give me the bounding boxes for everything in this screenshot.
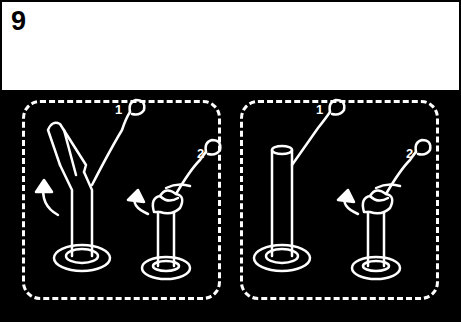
callout-number: 2: [406, 147, 413, 161]
callout-number: 2: [197, 147, 204, 161]
step-number: 9: [11, 6, 26, 37]
callout-number: 1: [115, 103, 122, 117]
dashed-panel: 12: [22, 100, 221, 300]
callout-number: 1: [316, 103, 323, 117]
dashed-panel: 12: [240, 100, 439, 300]
